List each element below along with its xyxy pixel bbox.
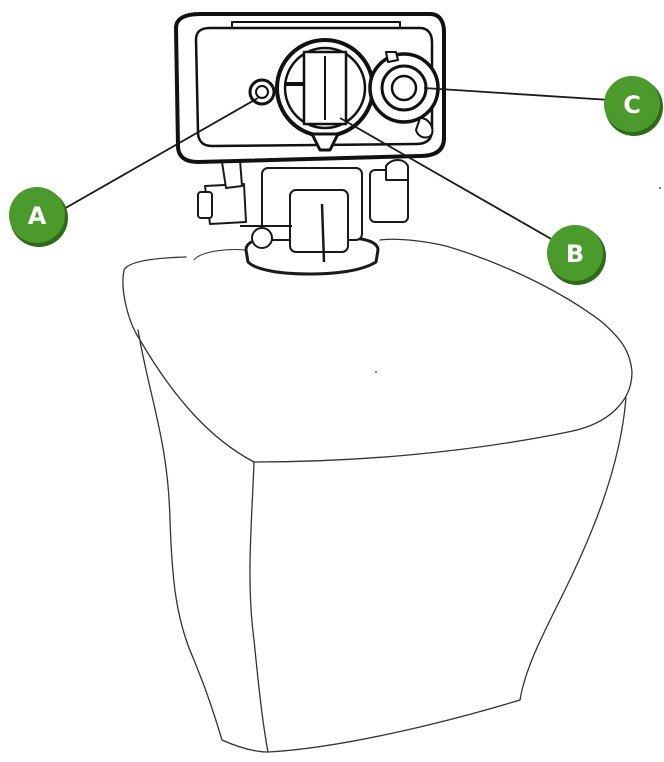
cabinet xyxy=(122,238,633,753)
cabinet-side-right xyxy=(519,397,627,701)
selector-dial-pointer xyxy=(310,132,340,152)
callout-b: B xyxy=(547,225,606,285)
leader-line-c xyxy=(423,87,611,101)
callout-b-label: B xyxy=(566,240,584,268)
cabinet-lid xyxy=(122,238,633,463)
control-head-top-edge xyxy=(231,21,401,28)
callout-b-badge xyxy=(547,225,603,281)
callout-c: C xyxy=(604,76,663,136)
left-knob xyxy=(251,227,273,249)
right-top-bump xyxy=(385,159,409,181)
center-detail-line xyxy=(320,203,326,263)
callout-c-label: C xyxy=(623,91,641,119)
cabinet-bottom xyxy=(221,699,521,753)
callout-a-label: A xyxy=(28,202,47,230)
center-block xyxy=(289,189,349,253)
cabinet-front-right xyxy=(249,461,269,753)
stray-dot xyxy=(659,187,661,189)
leader-lines xyxy=(61,87,611,245)
left-cap xyxy=(197,191,213,219)
leader-line-a xyxy=(61,97,259,211)
left-small-pipe xyxy=(221,159,243,189)
round-knob-center xyxy=(390,74,418,102)
cabinet-lid-inner xyxy=(193,249,246,261)
round-knob-top-tab xyxy=(385,51,399,63)
callout-a-badge xyxy=(9,187,65,243)
control-head xyxy=(174,12,446,164)
indicator-light-inner xyxy=(255,85,269,99)
valve-body xyxy=(197,159,409,276)
callout-c-badge xyxy=(604,76,660,132)
stray-dot xyxy=(375,371,377,373)
round-knob-tab xyxy=(415,117,434,139)
leader-line-b xyxy=(339,117,561,245)
callout-a: A xyxy=(9,187,68,247)
cabinet-front-left xyxy=(137,329,223,741)
